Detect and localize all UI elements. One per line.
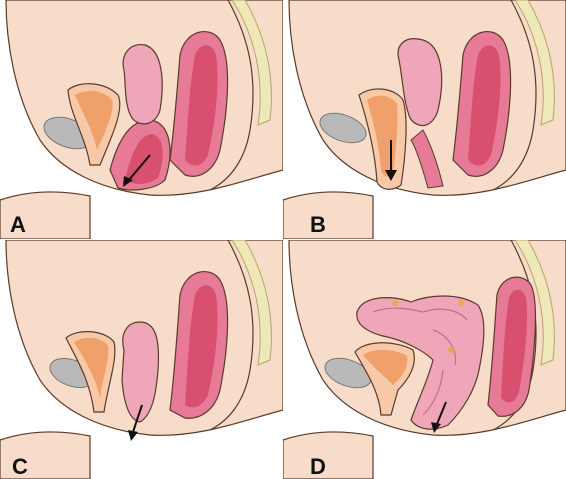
panel-d: D [283, 240, 566, 479]
panel-label-a: A [10, 214, 26, 236]
anatomy-illustration-c [0, 240, 283, 479]
panel-label-b: B [310, 214, 326, 236]
panel-label-d: D [310, 456, 326, 478]
anatomy-illustration-b [283, 0, 566, 239]
anatomy-illustration-a [0, 0, 283, 239]
panel-a: A [0, 0, 283, 239]
panel-label-c: C [12, 456, 28, 478]
panel-c: C [0, 240, 283, 479]
panel-b: B [283, 0, 566, 239]
anatomy-illustration-d [283, 240, 566, 479]
